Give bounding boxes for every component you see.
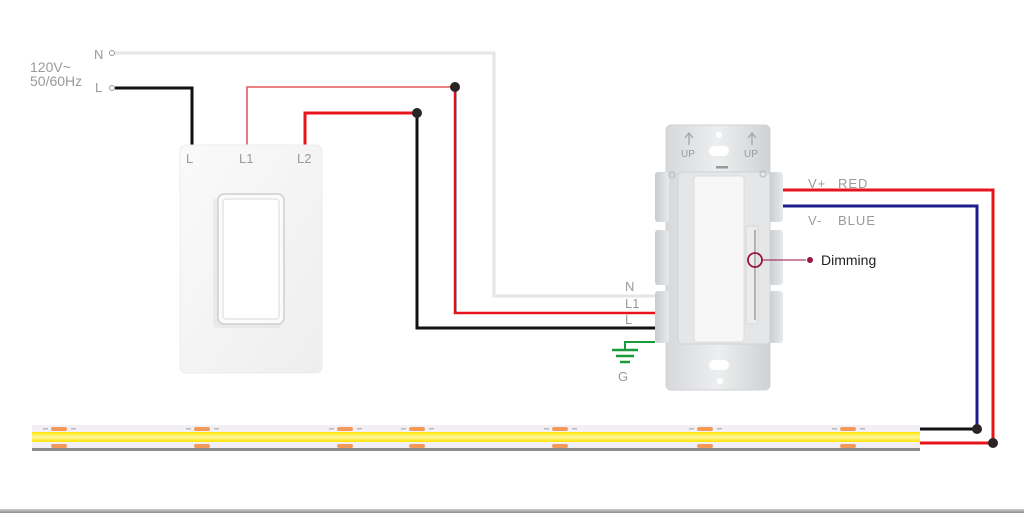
dimmer-tab-left-3: [655, 291, 669, 343]
supply-terminal-l: L: [95, 80, 102, 95]
switch-l1-wire: [246, 86, 455, 145]
dimmer-paddle[interactable]: [693, 175, 745, 343]
supply-frequency: 50/60Hz: [30, 73, 82, 89]
solder-pad: [337, 444, 353, 448]
dimming-callout-dot: [807, 257, 813, 263]
switch-l2-wire: [303, 111, 417, 145]
wall-switch: [179, 144, 323, 374]
power-supply-label: 120V~ 50/60Hz N L: [30, 47, 115, 95]
supply-l-terminal-icon: [109, 85, 115, 91]
pad-marking: [71, 428, 76, 430]
pad-marking: [544, 428, 549, 430]
dimmer-tab-left-1: [655, 172, 669, 222]
junction-dot-negative: [972, 424, 982, 434]
dimmer-tab-right-3: [769, 291, 783, 343]
strap-screw-hole-top: [716, 132, 722, 138]
solder-pad: [840, 444, 856, 448]
supply-line-wire: [115, 86, 194, 145]
junction-dot-l2: [412, 108, 422, 118]
pad-marking: [429, 428, 434, 430]
switch-terminal-l2: L2: [297, 151, 311, 166]
pad-marking: [186, 428, 191, 430]
solder-pad: [194, 427, 210, 431]
switch-terminal-l: L: [186, 151, 193, 166]
output-positive-sign: V+: [808, 176, 826, 191]
solder-pad: [194, 444, 210, 448]
supply-voltage: 120V~: [30, 59, 71, 75]
solder-pad: [409, 427, 425, 431]
output-negative-sign: V-: [808, 213, 822, 228]
up-label-left: UP: [681, 149, 695, 160]
traveler-wire-l1: [453, 87, 655, 315]
led-strip: [32, 425, 920, 451]
dimmer-terminal-n: N: [625, 279, 634, 294]
junction-dot-positive: [988, 438, 998, 448]
pad-marking: [43, 428, 48, 430]
junction-dot-l1: [450, 82, 460, 92]
output-positive-color: RED: [838, 176, 868, 191]
led-dimmer: UP UP: [655, 124, 813, 391]
dimmer-terminal-l1: L1: [625, 296, 639, 311]
pad-marking: [357, 428, 362, 430]
supply-terminal-n: N: [94, 47, 103, 62]
solder-pad: [51, 427, 67, 431]
dimmer-led-indicator: [716, 166, 728, 169]
pad-marking: [689, 428, 694, 430]
ground-label: G: [618, 369, 628, 384]
pad-marking: [832, 428, 837, 430]
strap-slot-bottom: [709, 360, 729, 370]
dimmer-tab-right-1: [769, 172, 783, 222]
pad-marking: [214, 428, 219, 430]
solder-pad: [51, 444, 67, 448]
solder-pad: [697, 444, 713, 448]
pad-marking: [572, 428, 577, 430]
dimming-label: Dimming: [821, 252, 876, 268]
dimmer-tab-left-2: [655, 230, 669, 285]
switch-terminal-l1: L1: [239, 151, 253, 166]
strap-slot-top: [709, 146, 729, 156]
led-strip-solder-pads: [43, 427, 865, 448]
solder-pad: [552, 444, 568, 448]
solder-pad: [552, 427, 568, 431]
solder-pad: [409, 444, 425, 448]
dimmer-screw-tr: [759, 170, 767, 178]
output-negative-color: BLUE: [838, 213, 876, 228]
pad-marking: [860, 428, 865, 430]
solder-pad: [697, 427, 713, 431]
dimmer-screw-tl: [668, 171, 676, 179]
traveler-wire-l: [415, 113, 655, 330]
up-arrow-icon: [684, 131, 757, 145]
dimmer-slider-track: [745, 225, 759, 325]
ground-symbol: [612, 341, 655, 364]
solder-pad: [337, 427, 353, 431]
up-label-right: UP: [744, 149, 758, 160]
negative-output-wire: [770, 204, 979, 429]
led-strip-cob: [32, 432, 920, 442]
dimmer-tab-right-2: [769, 230, 783, 285]
pad-marking: [717, 428, 722, 430]
rocker-paddle: [222, 198, 280, 320]
supply-n-terminal-icon: [109, 50, 115, 56]
strap-screw-hole-bottom: [717, 378, 723, 384]
dimmer-terminal-l: L: [625, 312, 632, 327]
neutral-wire: [115, 51, 655, 298]
pad-marking: [329, 428, 334, 430]
solder-pad: [840, 427, 856, 431]
pad-marking: [401, 428, 406, 430]
bottom-border: [0, 509, 1024, 513]
led-strip-edge: [32, 448, 920, 451]
positive-output-wire: [770, 188, 995, 445]
